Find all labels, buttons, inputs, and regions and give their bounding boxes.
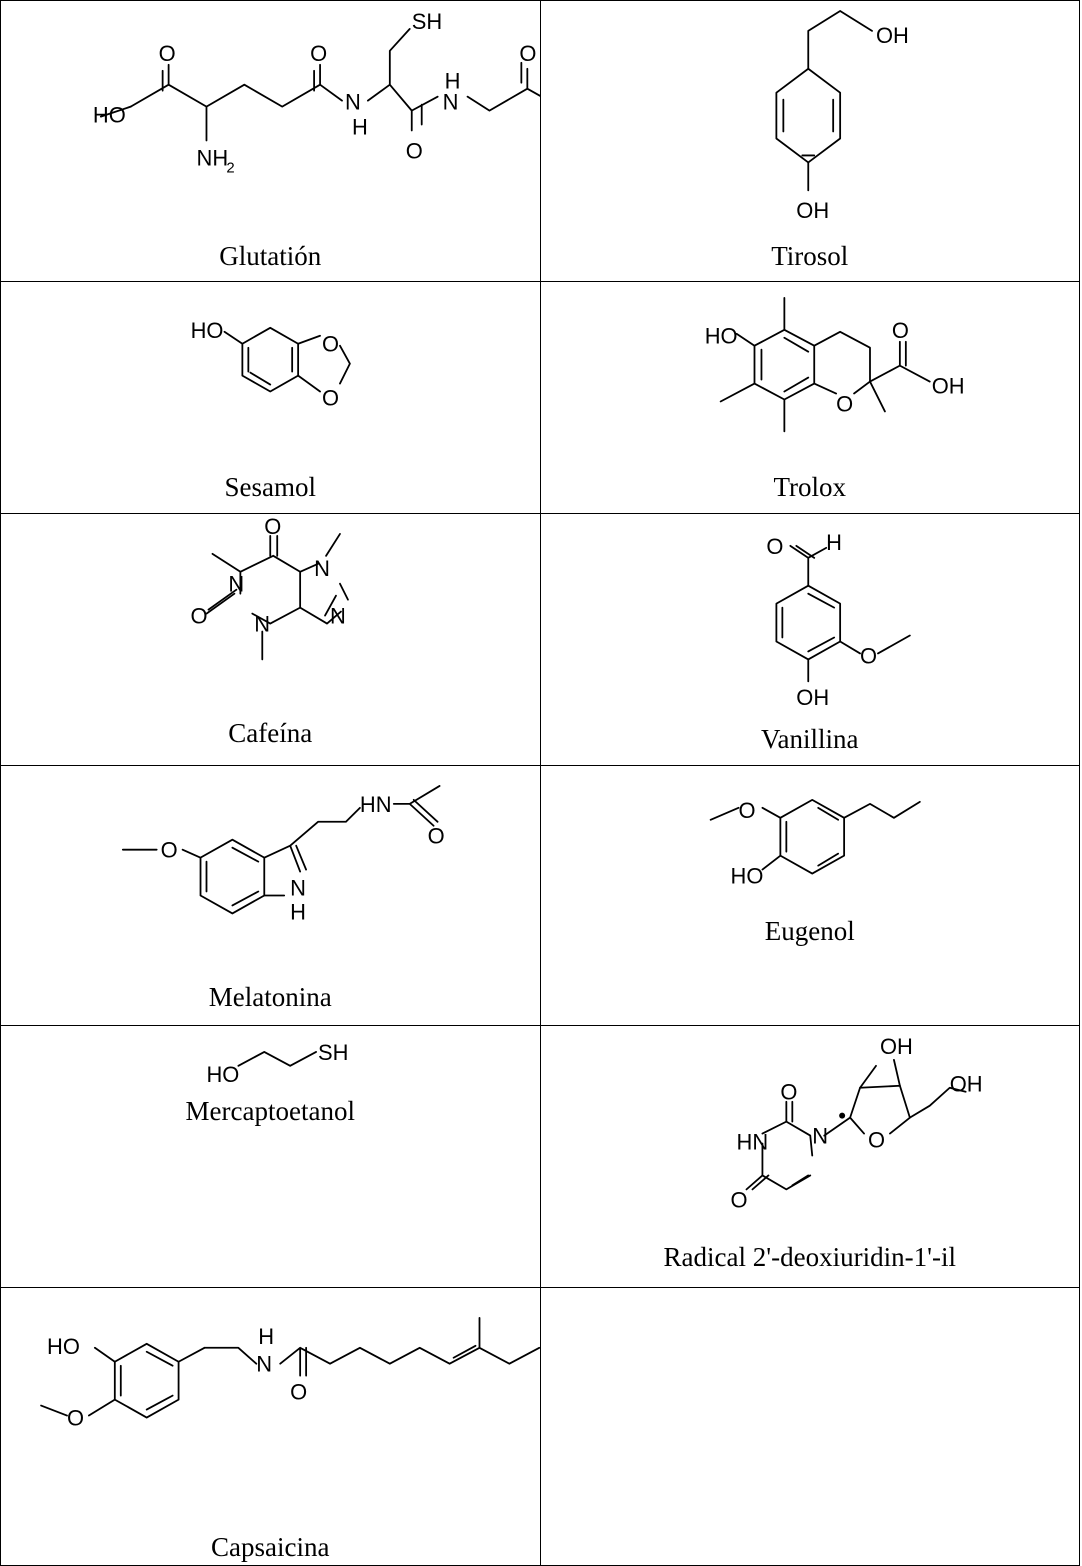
table-row: HO H N O O Capsaicina — [0, 1287, 1080, 1566]
cell-melatonina: O HN O N H Melatonina — [0, 765, 541, 1026]
atom-label: N — [228, 572, 244, 597]
compound-name: Sesamol — [224, 472, 317, 502]
compound-name: Trolox — [773, 472, 847, 502]
atom-label: N — [290, 876, 306, 901]
structure-eugenol: O HO — [709, 798, 921, 889]
structure-sesamol: HO O O — [191, 318, 351, 410]
structure-melatonina: O HN O N H — [121, 785, 445, 924]
atom-label: HO — [191, 318, 224, 343]
structure-vanillina: O H O OH — [766, 530, 911, 710]
atom-label: HO — [730, 864, 763, 889]
atom-label: H — [826, 530, 842, 555]
atom-label: O — [310, 41, 327, 66]
structure-mercaptoetanol: HO SH — [206, 1040, 348, 1087]
atom-label: H — [352, 115, 368, 140]
atom-label: O — [161, 838, 178, 863]
atom-label: N — [812, 1124, 828, 1149]
atom-label: O — [738, 798, 755, 823]
atom-label: H — [258, 1324, 274, 1349]
cell-trolox: HO O OH O Trolox — [539, 281, 1080, 514]
cell-mercaptoetanol: HO SH Mercaptoetanol — [0, 1025, 541, 1288]
table-row: O HN O N H Melatonina O HO Eugenol — [0, 765, 1080, 1026]
atom-label: N — [443, 90, 459, 115]
atom-label: HO — [704, 324, 737, 349]
atom-label: SH — [412, 9, 442, 34]
atom-label: O — [428, 824, 445, 849]
atom-label: O — [159, 41, 176, 66]
structure-cafeina: O N N O N N — [191, 514, 349, 661]
cell-sesamol: HO O O Sesamol — [0, 281, 541, 514]
cell-capsaicina: HO H N O O Capsaicina — [0, 1287, 541, 1566]
table-row: HO SH Mercaptoetanol OH OH O HN N O O — [0, 1025, 1080, 1288]
atom-label: O — [67, 1406, 84, 1431]
structure-capsaicina: HO H N O O — [40, 1316, 540, 1431]
atom-label: O — [780, 1080, 797, 1105]
atom-label: O — [891, 318, 908, 343]
atom-label: O — [322, 332, 339, 357]
cell-eugenol: O HO Eugenol — [539, 765, 1080, 1026]
cell-cafeina: O N N O N N Cafeína — [0, 513, 541, 766]
atom-label: O — [868, 1128, 885, 1153]
atom-label: OH — [949, 1072, 982, 1097]
compound-name: Glutatión — [219, 241, 322, 271]
atom-label: HO — [47, 1334, 80, 1359]
cell-empty — [539, 1287, 1080, 1566]
atom-label: SH — [318, 1040, 348, 1065]
compound-name: Capsaicina — [211, 1532, 330, 1562]
cell-deoxiuridin: OH OH O HN N O O Radical 2'-deoxiuridin-… — [539, 1025, 1080, 1288]
atom-label: O — [836, 391, 853, 416]
atom-label: N — [314, 556, 330, 581]
compound-name: Melatonina — [208, 982, 332, 1012]
atom-label: H — [290, 899, 306, 924]
compound-name: Radical 2'-deoxiuridin-1'-il — [663, 1242, 956, 1272]
atom-label: HN — [360, 792, 392, 817]
atom-label: N — [345, 90, 361, 115]
compound-name: Mercaptoetanol — [185, 1096, 355, 1126]
structure-deoxiuridin: OH OH O HN N O O — [730, 1034, 982, 1212]
atom-label: O — [406, 138, 423, 163]
table-row: O N N O N N Cafeína O H O OH Vanillina — [0, 513, 1080, 766]
atom-label: O — [264, 514, 281, 539]
atom-label: N — [254, 612, 270, 637]
compound-name: Vanillina — [761, 724, 859, 754]
table-row: HO O O SH H N O NH 2 N H O Glutatión O — [0, 0, 1080, 282]
atom-label: H — [445, 69, 461, 94]
compound-name: Cafeína — [228, 718, 313, 748]
atom-label: OH — [879, 1034, 912, 1059]
compound-name: Eugenol — [764, 916, 855, 946]
atom-label: O — [730, 1187, 747, 1212]
atom-subscript: 2 — [226, 159, 234, 176]
cell-glutation: HO O O SH H N O NH 2 N H O Glutatión — [0, 0, 541, 282]
atom-label: OH — [876, 23, 909, 48]
table-row: HO O O Sesamol HO O OH O Trolox — [0, 281, 1080, 514]
atom-label: O — [290, 1380, 307, 1405]
atom-label: N — [330, 604, 346, 629]
atom-label: O — [322, 385, 339, 410]
atom-label: O — [191, 604, 208, 629]
compound-name: Tirosol — [771, 241, 849, 271]
atom-label: OH — [931, 374, 964, 399]
atom-label: N — [256, 1352, 272, 1377]
atom-label: O — [860, 643, 877, 668]
atom-label: NH — [197, 145, 229, 170]
atom-label: OH — [796, 198, 829, 223]
cell-vanillina: O H O OH Vanillina — [539, 513, 1080, 766]
atom-label: HO — [206, 1062, 239, 1087]
structure-trolox: HO O OH O — [704, 297, 964, 433]
atom-label: OH — [796, 685, 829, 710]
structure-tirosol: OH OH — [774, 10, 909, 223]
atom-label: HO — [93, 103, 126, 128]
cell-tirosol: OH OH Tirosol — [539, 0, 1080, 282]
radical-dot — [838, 1112, 845, 1119]
structure-glutation: HO O O SH H N O NH 2 N H O — [93, 9, 540, 176]
atom-label: O — [766, 534, 783, 559]
atom-label: HN — [736, 1130, 768, 1155]
atom-label: O — [519, 41, 536, 66]
